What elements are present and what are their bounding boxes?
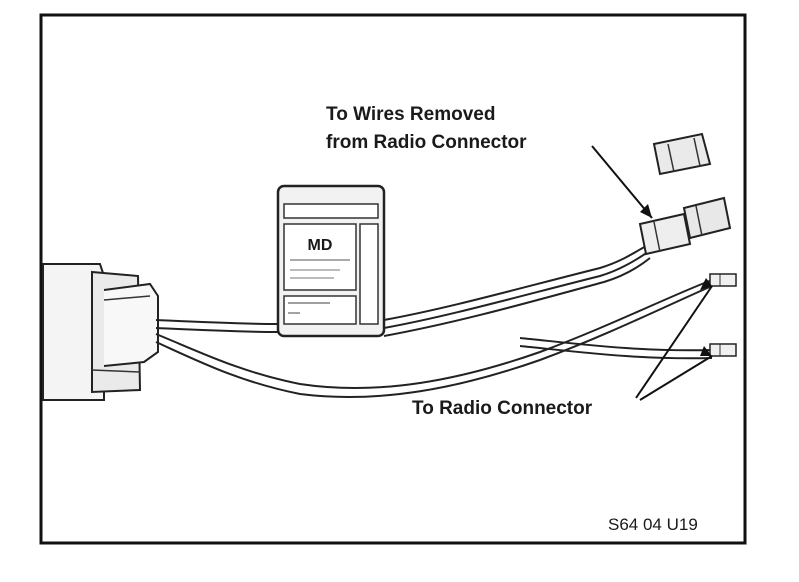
wire-harness-lower — [155, 279, 713, 398]
label-radio-connector: To Radio Connector — [412, 398, 593, 419]
wire-harness-upper — [155, 245, 651, 337]
terminal-connector-lower — [709, 343, 737, 357]
interface-module: MD — [276, 184, 386, 338]
upper-plug-connector — [638, 196, 732, 256]
arrow-heads — [640, 204, 712, 356]
label-wires-removed-line2: from Radio Connector — [326, 132, 527, 153]
main-connector — [42, 263, 159, 401]
module-brand: MD — [308, 237, 333, 254]
diagram-border — [39, 13, 747, 545]
leader-lines — [591, 145, 713, 401]
label-wires-removed-line1: To Wires Removed — [326, 104, 495, 125]
separate-plug — [652, 132, 712, 176]
terminal-connector-upper — [709, 273, 737, 287]
figure-code: S64 04 U19 — [608, 515, 698, 534]
